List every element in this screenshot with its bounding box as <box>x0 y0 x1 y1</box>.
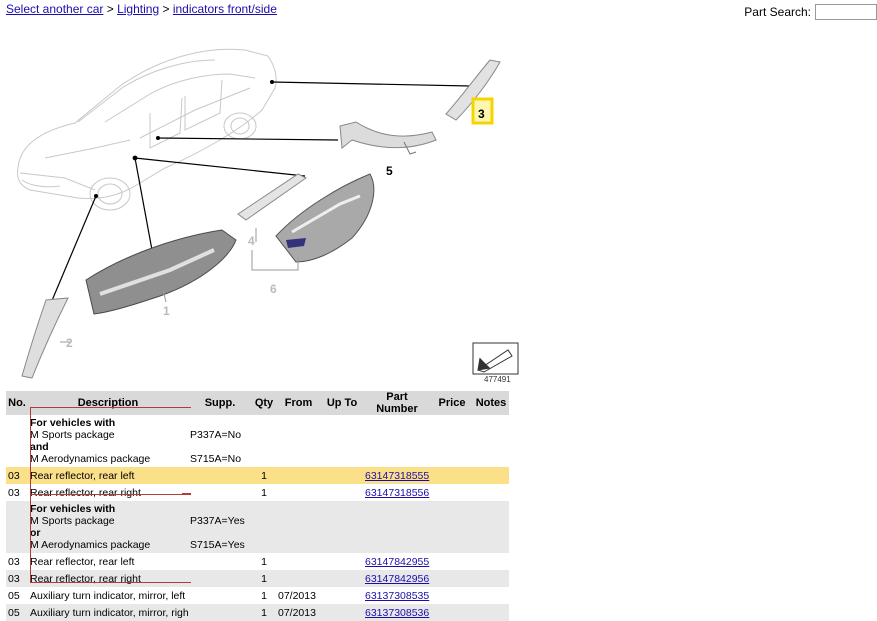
condition-head: For vehicles with <box>30 503 116 515</box>
mirror-indicator-part[interactable] <box>339 121 437 149</box>
callout-3[interactable]: 3 <box>478 107 485 121</box>
condition-supp: P337A=No S715A=No <box>188 415 252 467</box>
part-number-link[interactable]: 63147318556 <box>365 486 430 499</box>
callout-3-highlight[interactable] <box>471 97 494 125</box>
mirror-indicator-clip <box>403 141 417 155</box>
table-row[interactable]: 03 Rear reflector, rear right 1 63147318… <box>6 484 509 501</box>
orientation-arrow-icon <box>472 342 519 375</box>
row-qty: 1 <box>252 604 276 621</box>
row-from <box>276 553 321 570</box>
table-row[interactable]: 05 Auxiliary turn indicator, mirror, lef… <box>6 587 509 604</box>
row-qty: 1 <box>252 553 276 570</box>
row-from: 07/2013 <box>276 604 321 621</box>
row-description: Rear reflector, rear right <box>28 484 188 501</box>
condition-conjunction: or <box>30 527 41 539</box>
row-qty: 1 <box>252 467 276 484</box>
breadcrumb-separator: > <box>159 2 173 16</box>
part-search: Part Search: <box>744 4 877 20</box>
row-from <box>276 484 321 501</box>
condition-row: For vehicles with M Sports package and M… <box>6 415 509 467</box>
parts-table: No. Description Supp. Qty From Up To Par… <box>6 391 509 621</box>
row-description: Rear reflector, rear left <box>28 553 188 570</box>
part-search-label: Part Search: <box>744 5 811 19</box>
callout-leaders <box>60 228 299 343</box>
callout-4[interactable]: 4 <box>248 234 255 248</box>
condition-conjunction: and <box>30 441 49 453</box>
part-number-link[interactable]: 63147842956 <box>365 572 430 585</box>
header-qty[interactable]: Qty <box>252 391 276 415</box>
car-outline-drawing <box>17 48 277 211</box>
condition-item: M Aerodynamics package <box>30 539 151 551</box>
m-badge <box>286 238 306 248</box>
row-from <box>276 570 321 587</box>
row-description: Rear reflector, rear right <box>28 570 188 587</box>
condition-item: M Sports package <box>30 515 115 527</box>
row-no: 03 <box>6 484 28 501</box>
row-qty: 1 <box>252 484 276 501</box>
leader-lines <box>47 81 471 311</box>
marker-lens-highlight <box>99 248 215 296</box>
header-description[interactable]: Description <box>28 391 188 415</box>
row-description: Auxiliary turn indicator, mirror, left <box>28 587 188 604</box>
supp-code: P337A=Yes <box>190 515 245 527</box>
rear-reflector-part[interactable] <box>445 59 501 121</box>
header-price[interactable]: Price <box>431 391 473 415</box>
condition-head: For vehicles with <box>30 417 116 429</box>
side-light-strip-part[interactable] <box>237 173 307 221</box>
callout-1[interactable]: 1 <box>163 304 170 318</box>
header-part-number[interactable]: Part Number <box>363 391 431 415</box>
rear-trim-strip-part[interactable] <box>21 297 69 379</box>
row-description: Auxiliary turn indicator, mirror, right <box>28 604 188 621</box>
part-number-link[interactable]: 63147842955 <box>365 555 430 568</box>
row-no: 03 <box>6 467 28 484</box>
header-no[interactable]: No. <box>6 391 28 415</box>
condition-description: For vehicles with M Sports package and M… <box>28 415 188 467</box>
header-up-to[interactable]: Up To <box>321 391 363 415</box>
part-number-link[interactable]: 63147318555 <box>365 469 430 482</box>
row-no: 05 <box>6 587 28 604</box>
row-qty: 1 <box>252 570 276 587</box>
condition-item: M Aerodynamics package <box>30 453 151 465</box>
housing-chrome-trim <box>291 194 361 234</box>
row-no: 05 <box>6 604 28 621</box>
breadcrumb: Select another car > Lighting > indicato… <box>6 2 277 16</box>
callout-6[interactable]: 6 <box>270 282 277 296</box>
row-from <box>276 467 321 484</box>
header-supp[interactable]: Supp. <box>188 391 252 415</box>
callout-2[interactable]: 2 <box>66 336 73 350</box>
supp-code: S715A=Yes <box>190 539 245 551</box>
table-row[interactable]: 05 Auxiliary turn indicator, mirror, rig… <box>6 604 509 621</box>
breadcrumb-select-car-link[interactable]: Select another car <box>6 2 104 16</box>
condition-supp: P337A=Yes S715A=Yes <box>188 501 252 553</box>
part-number-link[interactable]: 63137308536 <box>365 606 430 619</box>
table-header-row: No. Description Supp. Qty From Up To Par… <box>6 391 509 415</box>
condition-description: For vehicles with M Sports package or M … <box>28 501 188 553</box>
callout-5[interactable]: 5 <box>386 164 393 178</box>
table-row[interactable]: 03 Rear reflector, rear left 1 631478429… <box>6 553 509 570</box>
diagram-image-id: 477491 <box>484 375 511 384</box>
part-search-input[interactable] <box>815 4 877 20</box>
breadcrumb-current-link[interactable]: indicators front/side <box>172 2 277 16</box>
header-notes[interactable]: Notes <box>473 391 509 415</box>
row-no: 03 <box>6 553 28 570</box>
header-from[interactable]: From <box>276 391 321 415</box>
table-row[interactable]: 03 Rear reflector, rear right 1 63147842… <box>6 570 509 587</box>
table-row[interactable]: 03 Rear reflector, rear left 1 631473185… <box>6 467 509 484</box>
condition-row: For vehicles with M Sports package or M … <box>6 501 509 553</box>
supp-code: P337A=No <box>190 429 242 441</box>
row-no: 03 <box>6 570 28 587</box>
part-number-link[interactable]: 63137308535 <box>365 589 430 602</box>
supp-code: S715A=No <box>190 453 242 465</box>
row-description: Rear reflector, rear left <box>28 467 188 484</box>
condition-item: M Sports package <box>30 429 115 441</box>
breadcrumb-separator: > <box>103 2 118 16</box>
leader-dots <box>94 80 274 198</box>
parts-diagram: 3 5 4 6 1 2 <box>17 48 519 379</box>
row-from: 07/2013 <box>276 587 321 604</box>
breadcrumb-lighting-link[interactable]: Lighting <box>117 2 160 16</box>
row-qty: 1 <box>252 587 276 604</box>
